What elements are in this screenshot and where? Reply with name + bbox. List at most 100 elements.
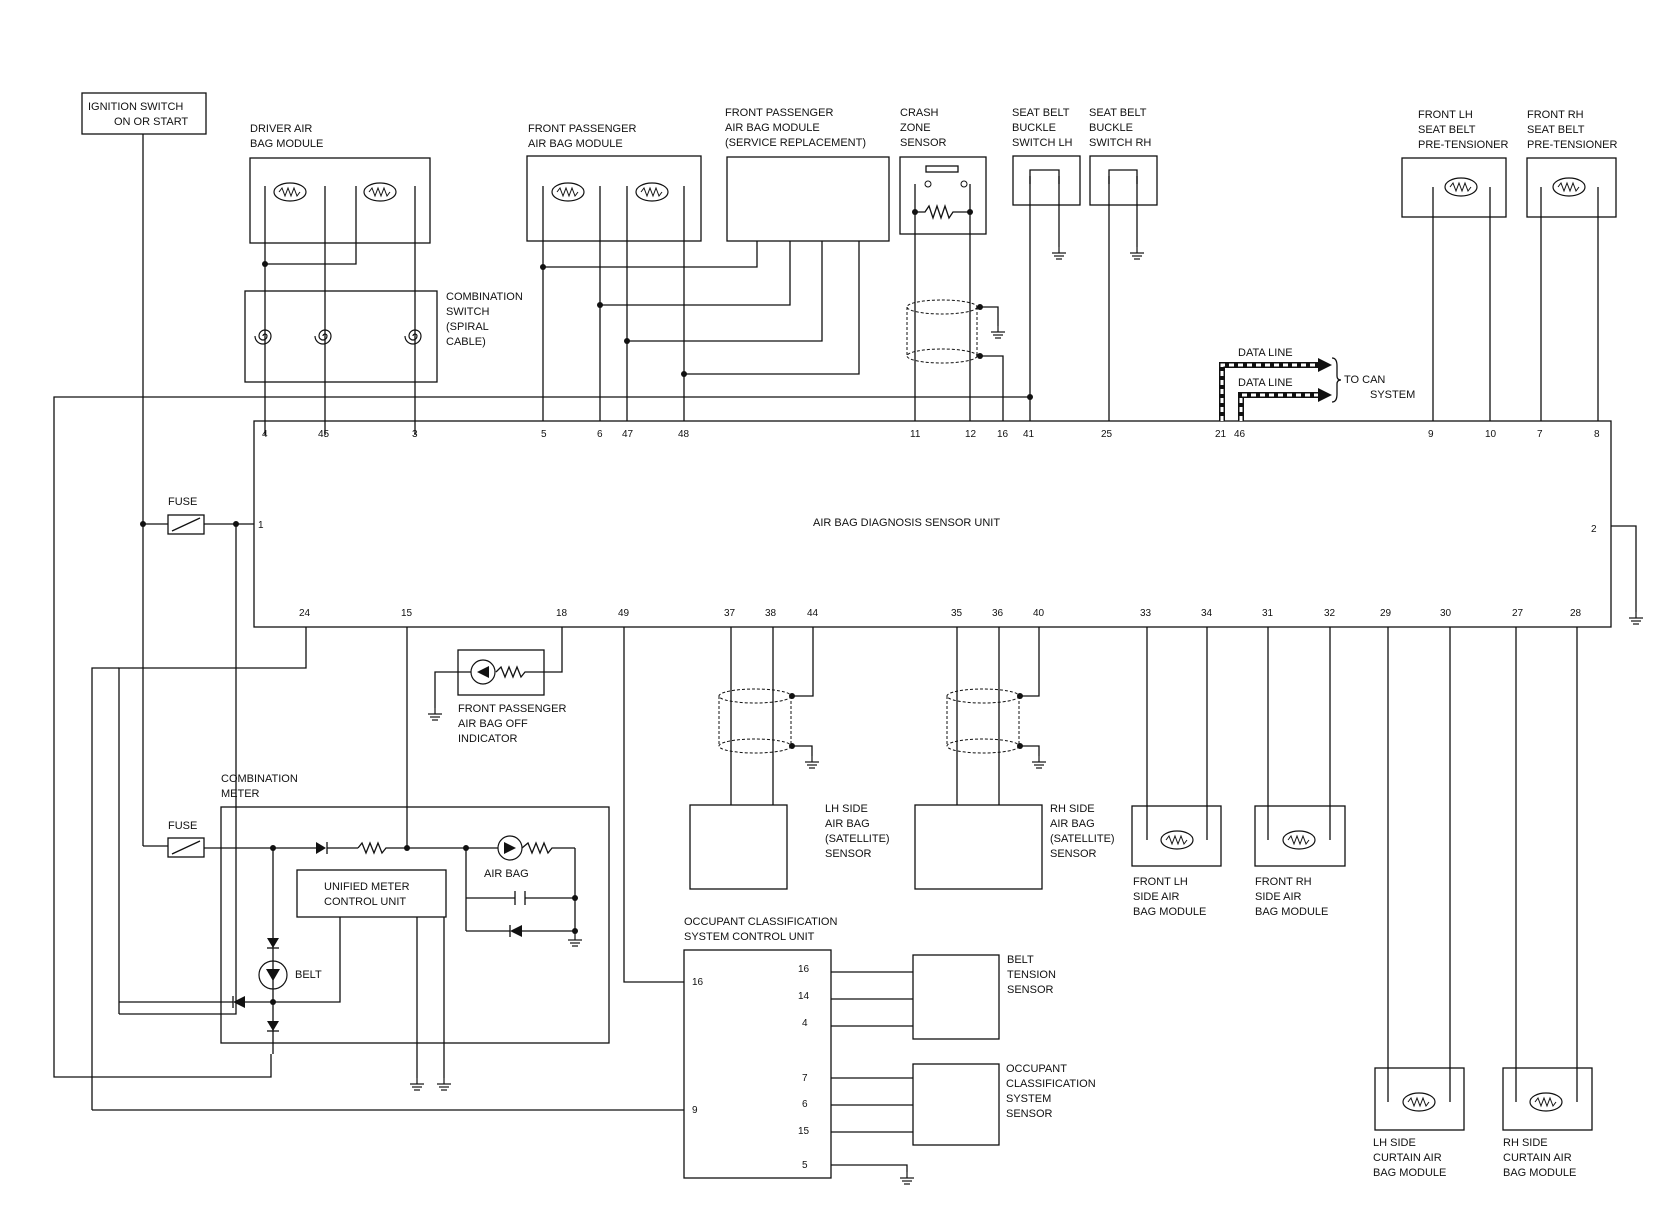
front-lh-pretensioner — [1401, 157, 1507, 218]
lh-curtain-label: LH SIDE — [1373, 1137, 1416, 1149]
pin-top: 5 — [541, 429, 547, 440]
belt-tension-label: TENSION — [1007, 969, 1056, 981]
seat-belt-rh-label: SEAT BELT — [1089, 107, 1147, 119]
front-lh-pretensioner-label: FRONT LH — [1418, 109, 1473, 121]
combination-meter-label: COMBINATION — [221, 773, 298, 785]
fuse-label: FUSE — [168, 820, 197, 832]
pin-top: 48 — [678, 429, 690, 440]
lh-side-sensor-label: AIR BAG — [825, 818, 870, 830]
pin-top: 45 — [318, 429, 330, 440]
front-passenger-air-bag-label: AIR BAG MODULE — [528, 138, 623, 150]
pin-left: 1 — [258, 520, 264, 531]
occupant-pin-right: 6 — [802, 1099, 808, 1110]
pin-top: 9 — [1428, 429, 1434, 440]
occupant-control-unit-label: OCCUPANT CLASSIFICATION — [684, 916, 837, 928]
seat-belt-lh-label: SEAT BELT — [1012, 107, 1070, 119]
pin-bottom: 36 — [992, 608, 1004, 619]
pin-bottom: 31 — [1262, 608, 1274, 619]
occupant-pin-right: 5 — [802, 1160, 808, 1171]
front-rh-pretensioner-label: FRONT RH — [1527, 109, 1584, 121]
lh-curtain-label: CURTAIN AIR — [1373, 1152, 1442, 1164]
combination-switch-label: COMBINATION — [446, 291, 523, 303]
pin-bottom: 33 — [1140, 608, 1152, 619]
occupant-classification-sensor — [912, 1063, 1000, 1146]
rh-curtain-label: BAG MODULE — [1503, 1167, 1576, 1179]
belt-tension-sensor — [912, 954, 1000, 1040]
occupant-pin-right: 16 — [798, 964, 810, 975]
occupant-pin-right: 4 — [802, 1018, 808, 1029]
pin-top: 41 — [1023, 429, 1035, 440]
front-lh-side-air-bag-module — [1131, 805, 1222, 867]
rh-side-sensor-label: AIR BAG — [1050, 818, 1095, 830]
to-can-label: TO CAN — [1344, 374, 1385, 386]
pin-bottom: 15 — [401, 608, 413, 619]
front-passenger-air-bag-label: FRONT PASSENGER — [528, 123, 636, 135]
front-lh-side-module-label: FRONT LH — [1133, 876, 1188, 888]
passenger-off-indicator-label: AIR BAG OFF — [458, 718, 528, 730]
pin-top: 11 — [910, 429, 921, 440]
combination-meter — [220, 806, 610, 1044]
occupant-control-unit — [683, 949, 832, 1179]
lh-side-satellite-sensor — [689, 804, 788, 890]
pin-bottom: 18 — [556, 608, 568, 619]
rh-side-sensor-label: RH SIDE — [1050, 803, 1095, 815]
occupant-pin-right: 15 — [798, 1126, 810, 1137]
combination-switch — [244, 290, 438, 383]
service-replacement-module — [726, 156, 890, 242]
rh-side-sensor-label: SENSOR — [1050, 848, 1097, 860]
rh-side-sensor-label: (SATELLITE) — [1050, 833, 1115, 845]
occupant-pin-right: 14 — [798, 991, 810, 1002]
pin-top: 6 — [597, 429, 603, 440]
pin-top: 21 — [1215, 429, 1227, 440]
front-rh-side-module-label: FRONT RH — [1255, 876, 1312, 888]
belt-tension-label: BELT — [1007, 954, 1034, 966]
pin-bottom: 24 — [299, 608, 311, 619]
combination-meter-label: METER — [221, 788, 260, 800]
pin-bottom: 32 — [1324, 608, 1336, 619]
front-rh-pretensioner-label: SEAT BELT — [1527, 124, 1585, 136]
lh-side-sensor-label: SENSOR — [825, 848, 872, 860]
rh-curtain-label: CURTAIN AIR — [1503, 1152, 1572, 1164]
fuse-label: FUSE — [168, 496, 197, 508]
air-bag-lamp-label: AIR BAG — [484, 868, 529, 880]
pin-top: 12 — [965, 429, 977, 440]
pin-bottom: 28 — [1570, 608, 1582, 619]
lh-curtain-air-bag-module — [1374, 1067, 1465, 1131]
front-lh-pretensioner-label: PRE-TENSIONER — [1418, 139, 1509, 151]
ignition-switch-label: IGNITION SWITCH — [88, 101, 183, 113]
occupant-sensor-label: SENSOR — [1006, 1108, 1053, 1120]
to-can-label: SYSTEM — [1370, 389, 1415, 401]
front-passenger-air-bag-module — [526, 155, 702, 242]
unified-meter-label: CONTROL UNIT — [324, 896, 406, 908]
occupant-sensor-label: OCCUPANT — [1006, 1063, 1067, 1075]
combination-switch-label: SWITCH — [446, 306, 489, 318]
pin-top: 25 — [1101, 429, 1113, 440]
combination-switch-label: (SPIRAL — [446, 321, 489, 333]
driver-air-bag-label: BAG MODULE — [250, 138, 323, 150]
seat-belt-rh-label: SWITCH RH — [1089, 137, 1151, 149]
lh-side-sensor-label: LH SIDE — [825, 803, 868, 815]
data-line-label: DATA LINE — [1238, 347, 1293, 359]
unified-meter-label: UNIFIED METER — [324, 881, 410, 893]
pin-bottom: 34 — [1201, 608, 1213, 619]
belt-lamp-label: BELT — [295, 969, 322, 981]
occupant-pin-left: 16 — [692, 977, 704, 988]
pin-top: 47 — [622, 429, 634, 440]
lh-side-sensor-label: (SATELLITE) — [825, 833, 890, 845]
pin-bottom: 35 — [951, 608, 963, 619]
service-replacement-label: AIR BAG MODULE — [725, 122, 820, 134]
pin-top: 16 — [997, 429, 1009, 440]
crash-zone-label: SENSOR — [900, 137, 947, 149]
seat-belt-rh-label: BUCKLE — [1089, 122, 1133, 134]
seat-belt-lh-label: SWITCH LH — [1012, 137, 1073, 149]
pin-bottom: 49 — [618, 608, 630, 619]
pin-bottom: 30 — [1440, 608, 1452, 619]
service-replacement-label: (SERVICE REPLACEMENT) — [725, 137, 866, 149]
rh-curtain-label: RH SIDE — [1503, 1137, 1548, 1149]
pin-bottom: 44 — [807, 608, 819, 619]
occupant-sensor-label: SYSTEM — [1006, 1093, 1051, 1105]
occupant-control-unit-label: SYSTEM CONTROL UNIT — [684, 931, 815, 943]
combination-switch-label: CABLE) — [446, 336, 486, 348]
front-lh-side-module-label: BAG MODULE — [1133, 906, 1206, 918]
